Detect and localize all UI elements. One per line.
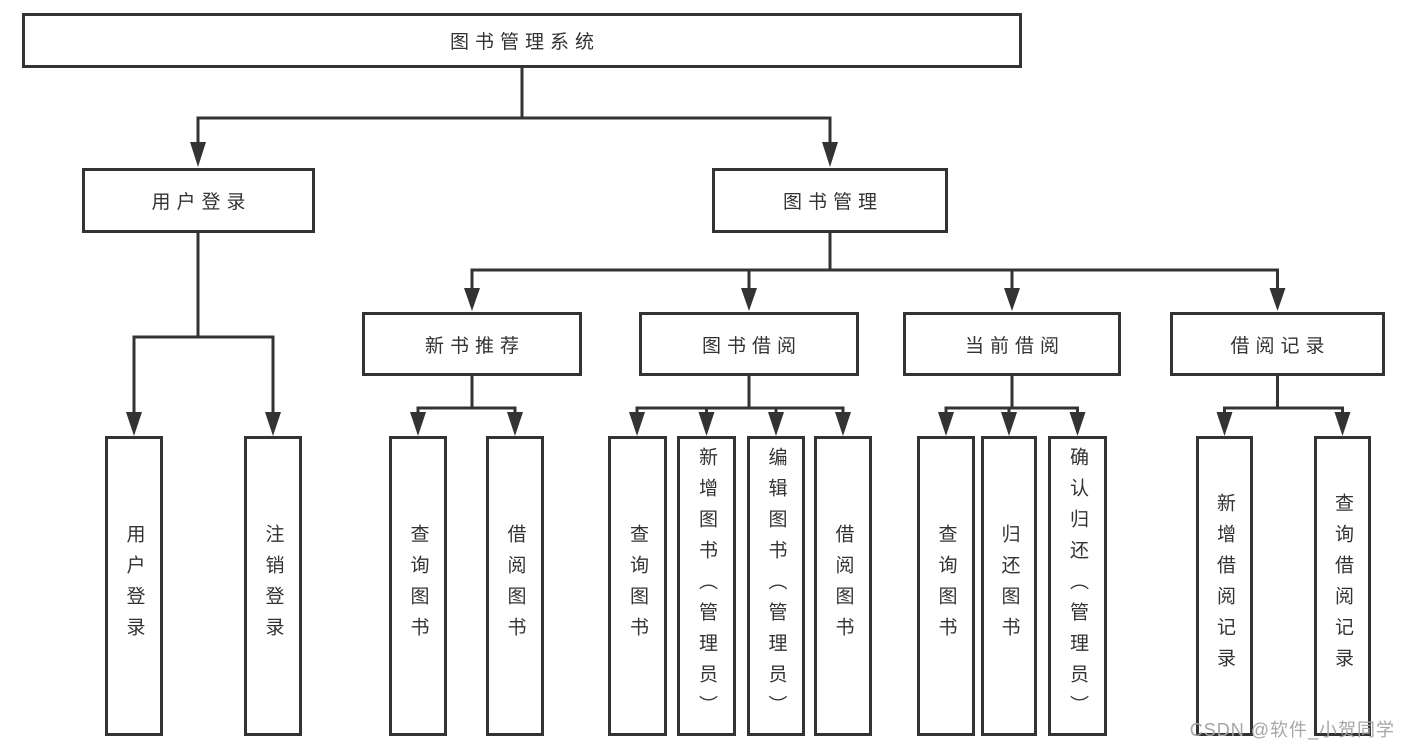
- leaf-borrow-add-admin: 新增图书（管理员）: [677, 436, 736, 736]
- leaf-borrow-book: 借阅图书: [814, 436, 872, 736]
- leaf-borrow-query: 查询图书: [608, 436, 667, 736]
- leaf-current-return: 归还图书: [981, 436, 1037, 736]
- node-book-management: 图书管理: [712, 168, 948, 233]
- leaf-current-query: 查询图书: [917, 436, 975, 736]
- csdn-watermark: CSDN @软件_小贺同学: [1189, 720, 1395, 740]
- leaf-records-query: 查询借阅记录: [1314, 436, 1371, 736]
- node-book-borrow: 图书借阅: [639, 312, 859, 376]
- node-current-borrow: 当前借阅: [903, 312, 1121, 376]
- node-borrow-records: 借阅记录: [1170, 312, 1385, 376]
- leaf-newbook-borrow: 借阅图书: [486, 436, 544, 736]
- node-new-book-recommend: 新书推荐: [362, 312, 582, 376]
- node-user-login: 用户登录: [82, 168, 315, 233]
- leaf-newbook-query: 查询图书: [389, 436, 447, 736]
- node-root: 图书管理系统: [22, 13, 1022, 68]
- leaf-user-login: 用户登录: [105, 436, 163, 736]
- leaf-borrow-edit-admin: 编辑图书（管理员）: [747, 436, 805, 736]
- leaf-logout: 注销登录: [244, 436, 302, 736]
- leaf-current-confirm-admin: 确认归还（管理员）: [1048, 436, 1107, 736]
- leaf-records-add: 新增借阅记录: [1196, 436, 1253, 736]
